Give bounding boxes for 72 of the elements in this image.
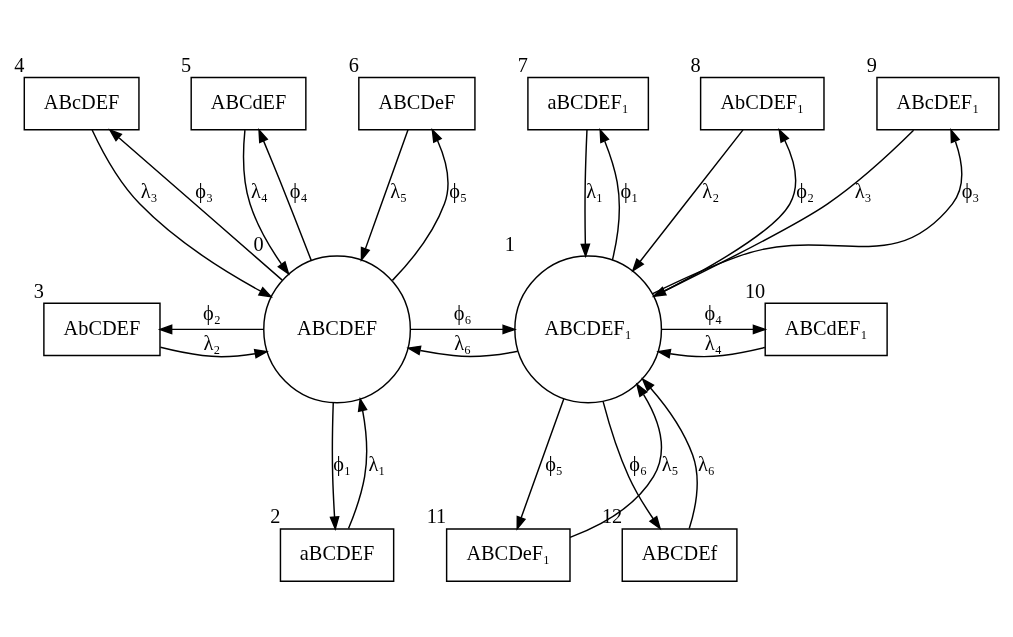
edge-label: ϕ₃: [195, 180, 214, 203]
node-box: aBCDEF₁: [527, 76, 650, 131]
edge-label: λ₄: [704, 331, 722, 354]
arrow: [258, 128, 313, 262]
node-box: ABCDeF: [358, 76, 476, 131]
node-label: 4: [14, 54, 25, 77]
arrow: [406, 345, 519, 358]
arrow: [651, 128, 963, 295]
edge-label: ϕ₆: [453, 301, 472, 324]
edge-label: λ₄: [250, 180, 268, 203]
node-box: AbCDEF: [43, 302, 161, 357]
arrow: [631, 129, 744, 273]
edge-label: λ₆: [454, 331, 472, 354]
arrow: [651, 129, 915, 298]
edge-label: ϕ₁: [333, 453, 352, 476]
node-label: 1: [504, 232, 515, 255]
arrow: [580, 129, 591, 259]
edge-label: ϕ₄: [289, 180, 308, 203]
node-circle: ABCDEF: [263, 255, 412, 404]
node-label: 10: [744, 279, 766, 302]
node-box: aBCDEF: [279, 528, 395, 582]
arrow: [329, 402, 340, 531]
node-label: 7: [517, 54, 528, 77]
node-box: AbCDEF₁: [699, 76, 825, 131]
node-label: 3: [33, 279, 44, 302]
edge-label: ϕ₅: [545, 453, 563, 476]
arrow: [641, 377, 698, 530]
arrow: [391, 127, 449, 282]
node-label: 9: [866, 54, 877, 77]
edge-label: λ₂: [702, 180, 720, 203]
edge-label: ϕ₆: [629, 453, 648, 476]
edge-label: λ₁: [368, 453, 386, 476]
arrow: [242, 129, 290, 276]
node-label: 2: [270, 505, 281, 528]
node-box: ABCDEf: [621, 528, 738, 582]
arrow: [516, 398, 565, 531]
edge-label: λ₁: [586, 180, 604, 203]
arrow: [360, 129, 409, 262]
node-box: ABCDeF₁: [445, 528, 571, 582]
node-box: ABCdEF₁: [764, 302, 888, 357]
arrow: [409, 324, 517, 335]
arrow: [91, 129, 273, 298]
edge-label: λ₂: [203, 331, 221, 354]
edge-label: ϕ₁: [620, 180, 639, 203]
arrow: [660, 324, 768, 335]
node-box: ABcDEF₁: [876, 76, 1000, 131]
arrow: [653, 128, 797, 298]
edge-label: ϕ₃: [961, 180, 980, 203]
edge-label: λ₃: [854, 180, 872, 203]
arrow: [569, 382, 663, 539]
arrow: [159, 346, 269, 359]
node-box: ABCdEF: [190, 76, 307, 131]
node-label: 5: [181, 54, 192, 77]
edge-label: ϕ₂: [796, 180, 814, 203]
edge-label: ϕ₄: [704, 301, 723, 324]
edge-label: ϕ₅: [449, 180, 468, 203]
edge-label: λ₅: [661, 453, 679, 476]
edge-label: λ₆: [697, 453, 715, 476]
node-label: 8: [690, 54, 701, 77]
arrow: [599, 128, 621, 261]
arrow: [602, 400, 662, 531]
arrow: [108, 128, 283, 281]
edge-label: λ₃: [140, 180, 158, 203]
node-label: 0: [253, 232, 264, 255]
arrow: [347, 396, 368, 530]
node-box: ABcDEF: [23, 76, 140, 131]
node-label: 6: [348, 54, 359, 77]
arrow: [157, 324, 265, 335]
node-label: 11: [426, 505, 447, 528]
edge-label: ϕ₂: [202, 301, 221, 324]
arrow: [656, 346, 766, 359]
edge-label: λ₅: [390, 180, 408, 203]
